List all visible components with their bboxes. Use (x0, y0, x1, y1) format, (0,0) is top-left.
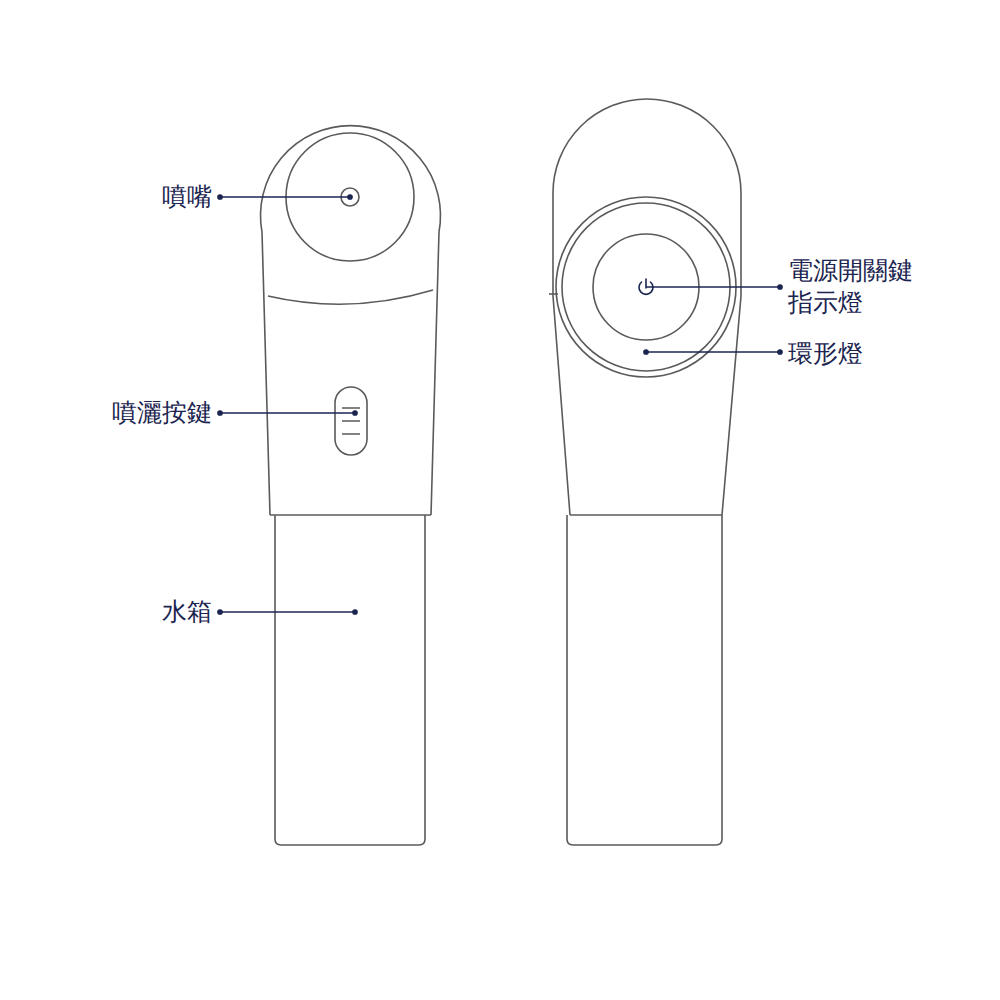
head-outline (553, 99, 741, 193)
spray-button (335, 387, 367, 455)
part-label: 噴灑按鍵 (112, 397, 212, 430)
head-sides (553, 193, 741, 296)
part-label: 噴嘴 (162, 181, 212, 214)
body-bottom (570, 514, 722, 516)
part-label: 水箱 (162, 596, 212, 629)
button-grip (342, 408, 360, 434)
body-sides (553, 296, 741, 515)
water-tank (275, 515, 425, 845)
part-label: 電源開關鍵 指示燈 (788, 255, 921, 320)
part-label: 環形燈 (788, 338, 863, 371)
body-bottom (270, 514, 431, 516)
water-tank (567, 515, 722, 845)
body-sides (262, 232, 439, 515)
head-shoulder (268, 290, 433, 304)
leader-lines (218, 195, 782, 614)
head-outline (261, 126, 441, 232)
